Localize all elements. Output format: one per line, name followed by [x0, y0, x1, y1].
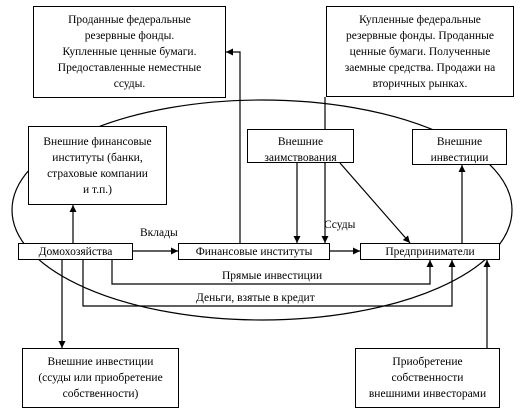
- box-text-line: Проданные федеральные: [68, 14, 191, 26]
- sold-assets-box: Проданные федеральные резервные фонды. Куп…: [33, 6, 226, 98]
- acquisition-by-external-investors-box: Приобретение собственности внешними инвест…: [355, 348, 500, 408]
- box-text-line: Купленные федеральные: [359, 13, 481, 26]
- box-text-line: заемные средства. Продажи на: [344, 61, 496, 74]
- box-text-line: инвестиции: [430, 152, 489, 164]
- box-text-line: Приобретение: [392, 356, 463, 368]
- box-text-line: собственности: [391, 372, 464, 384]
- box-text-line: Финансовые институты: [195, 245, 313, 258]
- box-text-line: институты (банки,: [52, 151, 143, 164]
- arrow-direct-investment: [111, 260, 434, 285]
- borrowed-money-label: Деньги, взятые в кредит: [196, 292, 315, 304]
- direct-investment-label: Прямые инвестиции: [222, 270, 323, 282]
- financial-institutions-box: Финансовые институты: [178, 243, 330, 260]
- external-borrowing-box: Внешние заимствования: [247, 129, 354, 163]
- box-text-line: собственности): [62, 388, 139, 400]
- box-text-line: резервные фонды. Проданные: [346, 29, 494, 42]
- box-text-line: (ссуды или приобретение: [38, 372, 163, 384]
- box-text-line: Внешние: [436, 136, 483, 148]
- households-box: Домохозяйства: [18, 243, 133, 260]
- arrow-borrowing-to-entrepreneurs: [339, 162, 411, 244]
- box-text-line: Внешние инвестиции: [47, 356, 154, 368]
- deposits-label: Вклады: [140, 227, 178, 239]
- external-investment-bottom-box: Внешние инвестиции (ссуды или приобретени…: [22, 348, 179, 408]
- box-text-line: и т.п.): [83, 183, 112, 196]
- bought-assets-box: Купленные федеральные резервные фонды. Пр…: [326, 6, 514, 97]
- box-text-line: ссуды.: [113, 78, 146, 90]
- loans-label: Ссуды: [324, 219, 356, 231]
- economy-boundary-ellipse: [11, 99, 513, 321]
- box-text-line: страховые компании: [47, 167, 148, 180]
- box-text-line: вторичных рынках.: [372, 77, 468, 90]
- arrow-fin-to-sold-assets: [226, 48, 241, 243]
- box-text-line: заимствования: [264, 152, 337, 163]
- box-text-line: резервные фонды.: [84, 30, 175, 42]
- box-text-line: Домохозяйства: [38, 245, 113, 258]
- box-text-line: ценные бумаги. Полученные: [349, 45, 491, 58]
- box-text-line: Предоставленные неместные: [57, 62, 202, 74]
- arrow-borrowed-money: [82, 260, 456, 307]
- box-text-line: Предприниматели: [385, 245, 475, 258]
- box-text-line: Внешние финансовые: [43, 135, 152, 148]
- external-investment-top-box: Внешние инвестиции: [412, 129, 507, 165]
- box-text-line: Купленные ценные бумаги.: [62, 46, 197, 58]
- external-financial-institutions-box: Внешние финансовые институты (банки, страх…: [28, 126, 167, 205]
- box-text-line: внешними инвесторами: [368, 388, 487, 400]
- box-text-line: Внешние: [277, 136, 324, 148]
- entrepreneurs-box: Предприниматели: [360, 243, 500, 260]
